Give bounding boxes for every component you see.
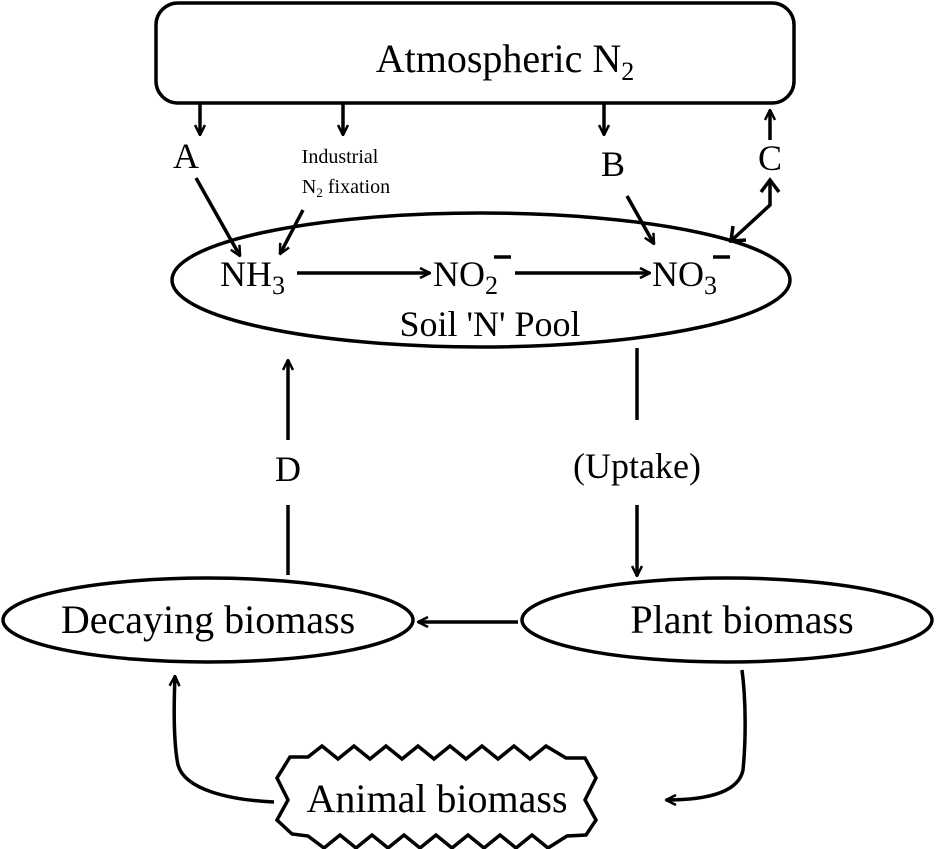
- decaying-biomass-label: Decaying biomass: [61, 597, 355, 642]
- arrow-industrial-to-nh3: [278, 209, 305, 254]
- label-a: A: [173, 136, 199, 176]
- label-industrial: Industrial: [302, 146, 379, 168]
- label-b: B: [601, 144, 625, 184]
- soil-n-pool: NH3 NO2 NO3 Soil 'N' Pool: [170, 211, 792, 349]
- no2-label: NO2: [433, 254, 498, 300]
- uptake-label: (Uptake): [573, 446, 701, 486]
- animal-biomass: Animal biomass: [274, 743, 599, 849]
- arrow-a-to-nh3: [194, 177, 242, 256]
- no3-label: NO3: [652, 254, 717, 300]
- arrow-b-to-no3: [625, 195, 656, 244]
- plant-biomass-label: Plant biomass: [630, 597, 853, 642]
- plant-biomass: Plant biomass: [520, 576, 934, 664]
- label-n2-fixation: N2 fixation: [302, 176, 390, 200]
- arrow-no3-to-c: [730, 182, 772, 242]
- atmospheric-n2-box: Atmospheric N2: [154, 1, 796, 105]
- arrow-plant-to-animal: [666, 669, 747, 800]
- atmospheric-n2-label: Atmospheric N2: [376, 36, 635, 86]
- label-d: D: [275, 449, 301, 489]
- label-c: C: [758, 138, 782, 178]
- animal-biomass-label: Animal biomass: [306, 776, 567, 821]
- nh3-label: NH3: [220, 254, 285, 300]
- decaying-biomass: Decaying biomass: [1, 576, 415, 664]
- arrow-animal-to-decaying: [174, 676, 275, 804]
- arrowhead-c: [759, 177, 781, 194]
- soil-pool-label: Soil 'N' Pool: [399, 304, 580, 344]
